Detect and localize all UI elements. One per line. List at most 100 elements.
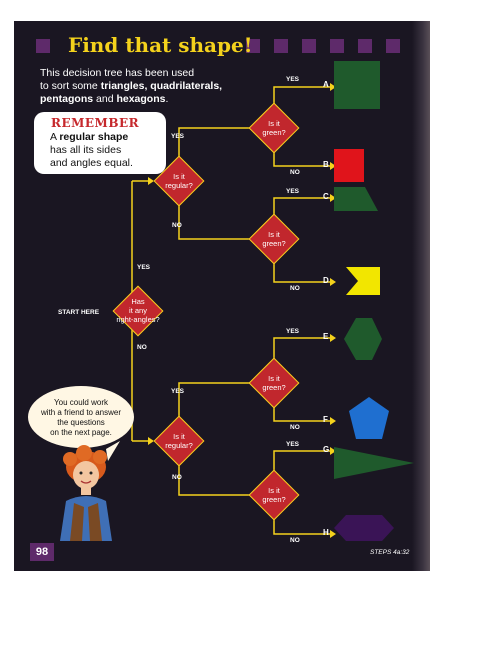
bubble-line: You could work	[54, 398, 108, 407]
no-label: NO	[137, 344, 147, 351]
question-regular: Is it regular?	[149, 172, 209, 190]
speech-bubble: You could work with a friend to answer t…	[28, 386, 134, 448]
shape-a-square	[334, 61, 380, 109]
no-label: NO	[290, 169, 300, 176]
page-spine-shadow	[412, 21, 430, 571]
speech-bubble-text: You could work with a friend to answer t…	[34, 398, 128, 438]
branch-line	[178, 201, 260, 240]
purple-square-icon	[302, 39, 316, 53]
shape-d-pentagon	[346, 267, 380, 295]
result-letter-g: G	[323, 445, 330, 454]
no-label: NO	[290, 424, 300, 431]
question-line: Is it	[173, 432, 185, 441]
branch-line	[273, 405, 330, 422]
result-letter-c: C	[323, 192, 329, 201]
tree-connectors	[118, 61, 414, 541]
arrowhead	[330, 334, 336, 342]
remember-heading: REMEMBER	[51, 116, 140, 130]
intro-bold: pentagons	[40, 93, 94, 105]
intro-line: and	[93, 93, 117, 105]
shape-f-pentagon	[349, 397, 389, 439]
branch-line	[178, 461, 260, 496]
question-line: green?	[262, 128, 286, 137]
no-label: NO	[290, 537, 300, 544]
result-letter-d: D	[323, 276, 329, 285]
branch-line	[178, 382, 260, 421]
purple-square-icon	[358, 39, 372, 53]
question-line: Is it	[173, 172, 185, 181]
question-line: green?	[262, 383, 286, 392]
arrowhead	[330, 162, 336, 170]
branch-line	[273, 86, 330, 106]
bubble-line: the questions	[57, 418, 105, 427]
arrowhead	[148, 437, 154, 445]
page-title: Find that shape!	[68, 33, 253, 57]
result-letter-e: E	[323, 332, 329, 341]
question-green: Is it green?	[244, 119, 304, 137]
remember-body: A regular shape has all its sides and an…	[50, 131, 166, 170]
branch-line	[273, 150, 330, 167]
question-green: Is it green?	[244, 230, 304, 248]
title-bar	[36, 35, 416, 57]
remember-bold: regular shape	[59, 131, 129, 143]
arrowhead	[148, 177, 154, 185]
branch-line	[273, 197, 330, 217]
intro-bold: hexagons	[116, 93, 166, 105]
shape-g-triangle	[334, 447, 414, 479]
no-label: NO	[172, 474, 182, 481]
remember-line: A	[50, 131, 60, 143]
question-line: Is it	[268, 374, 280, 383]
question-line: regular?	[165, 181, 193, 190]
shape-e-hexagon	[344, 318, 382, 360]
start-label: START HERE	[58, 309, 100, 316]
girl-character-illustration	[60, 441, 120, 541]
question-line: Is it	[268, 486, 280, 495]
branch-line	[178, 127, 260, 161]
question-line: green?	[262, 495, 286, 504]
result-letter-h: H	[323, 528, 329, 537]
branch-line	[273, 261, 330, 283]
shape-h-hexagon	[334, 515, 394, 541]
page-number: 98	[30, 543, 54, 561]
steps-footer: STEPS 4a:32	[370, 549, 410, 556]
question-line: it any	[129, 306, 147, 315]
branch-line	[273, 337, 330, 361]
no-label: NO	[290, 285, 300, 292]
remember-line: has all its sides	[50, 144, 122, 156]
arrowhead	[330, 278, 336, 286]
arrowhead	[330, 83, 336, 91]
yes-label: YES	[171, 133, 185, 140]
result-letter-f: F	[323, 415, 328, 424]
question-green: Is it green?	[244, 374, 304, 392]
intro-line: to sort some	[40, 80, 101, 92]
question-line: green?	[262, 239, 286, 248]
intro-bold: triangles, quadrilaterals,	[100, 80, 223, 92]
remember-box: REMEMBER A regular shape has all its sid…	[34, 112, 166, 174]
bubble-line: with a friend to answer	[40, 408, 122, 417]
remember-line: and angles equal.	[50, 157, 133, 169]
intro-line: .	[165, 93, 169, 105]
purple-square-icon	[330, 39, 344, 53]
arrowhead	[330, 530, 336, 538]
purple-square-icon	[386, 39, 400, 53]
purple-square-icon	[36, 39, 50, 53]
yes-label: YES	[171, 388, 185, 395]
yes-label: YES	[286, 441, 300, 448]
purple-square-icon	[274, 39, 288, 53]
purple-square-icon	[246, 39, 260, 53]
yes-label: YES	[137, 264, 151, 271]
arrowhead	[330, 417, 336, 425]
question-line: right-angles?	[116, 315, 160, 324]
question-line: Has	[131, 297, 145, 306]
shape-c-trapezium	[334, 187, 378, 211]
no-label: NO	[172, 222, 182, 229]
yes-label: YES	[286, 188, 300, 195]
arrowhead	[330, 447, 336, 455]
branch-line	[273, 450, 330, 473]
question-right-angles: Has it any right-angles?	[108, 297, 168, 324]
result-letter-b: B	[323, 160, 329, 169]
question-line: regular?	[165, 441, 193, 450]
shape-b-square	[334, 149, 364, 182]
branch-line	[273, 517, 330, 535]
yes-label: YES	[286, 328, 300, 335]
